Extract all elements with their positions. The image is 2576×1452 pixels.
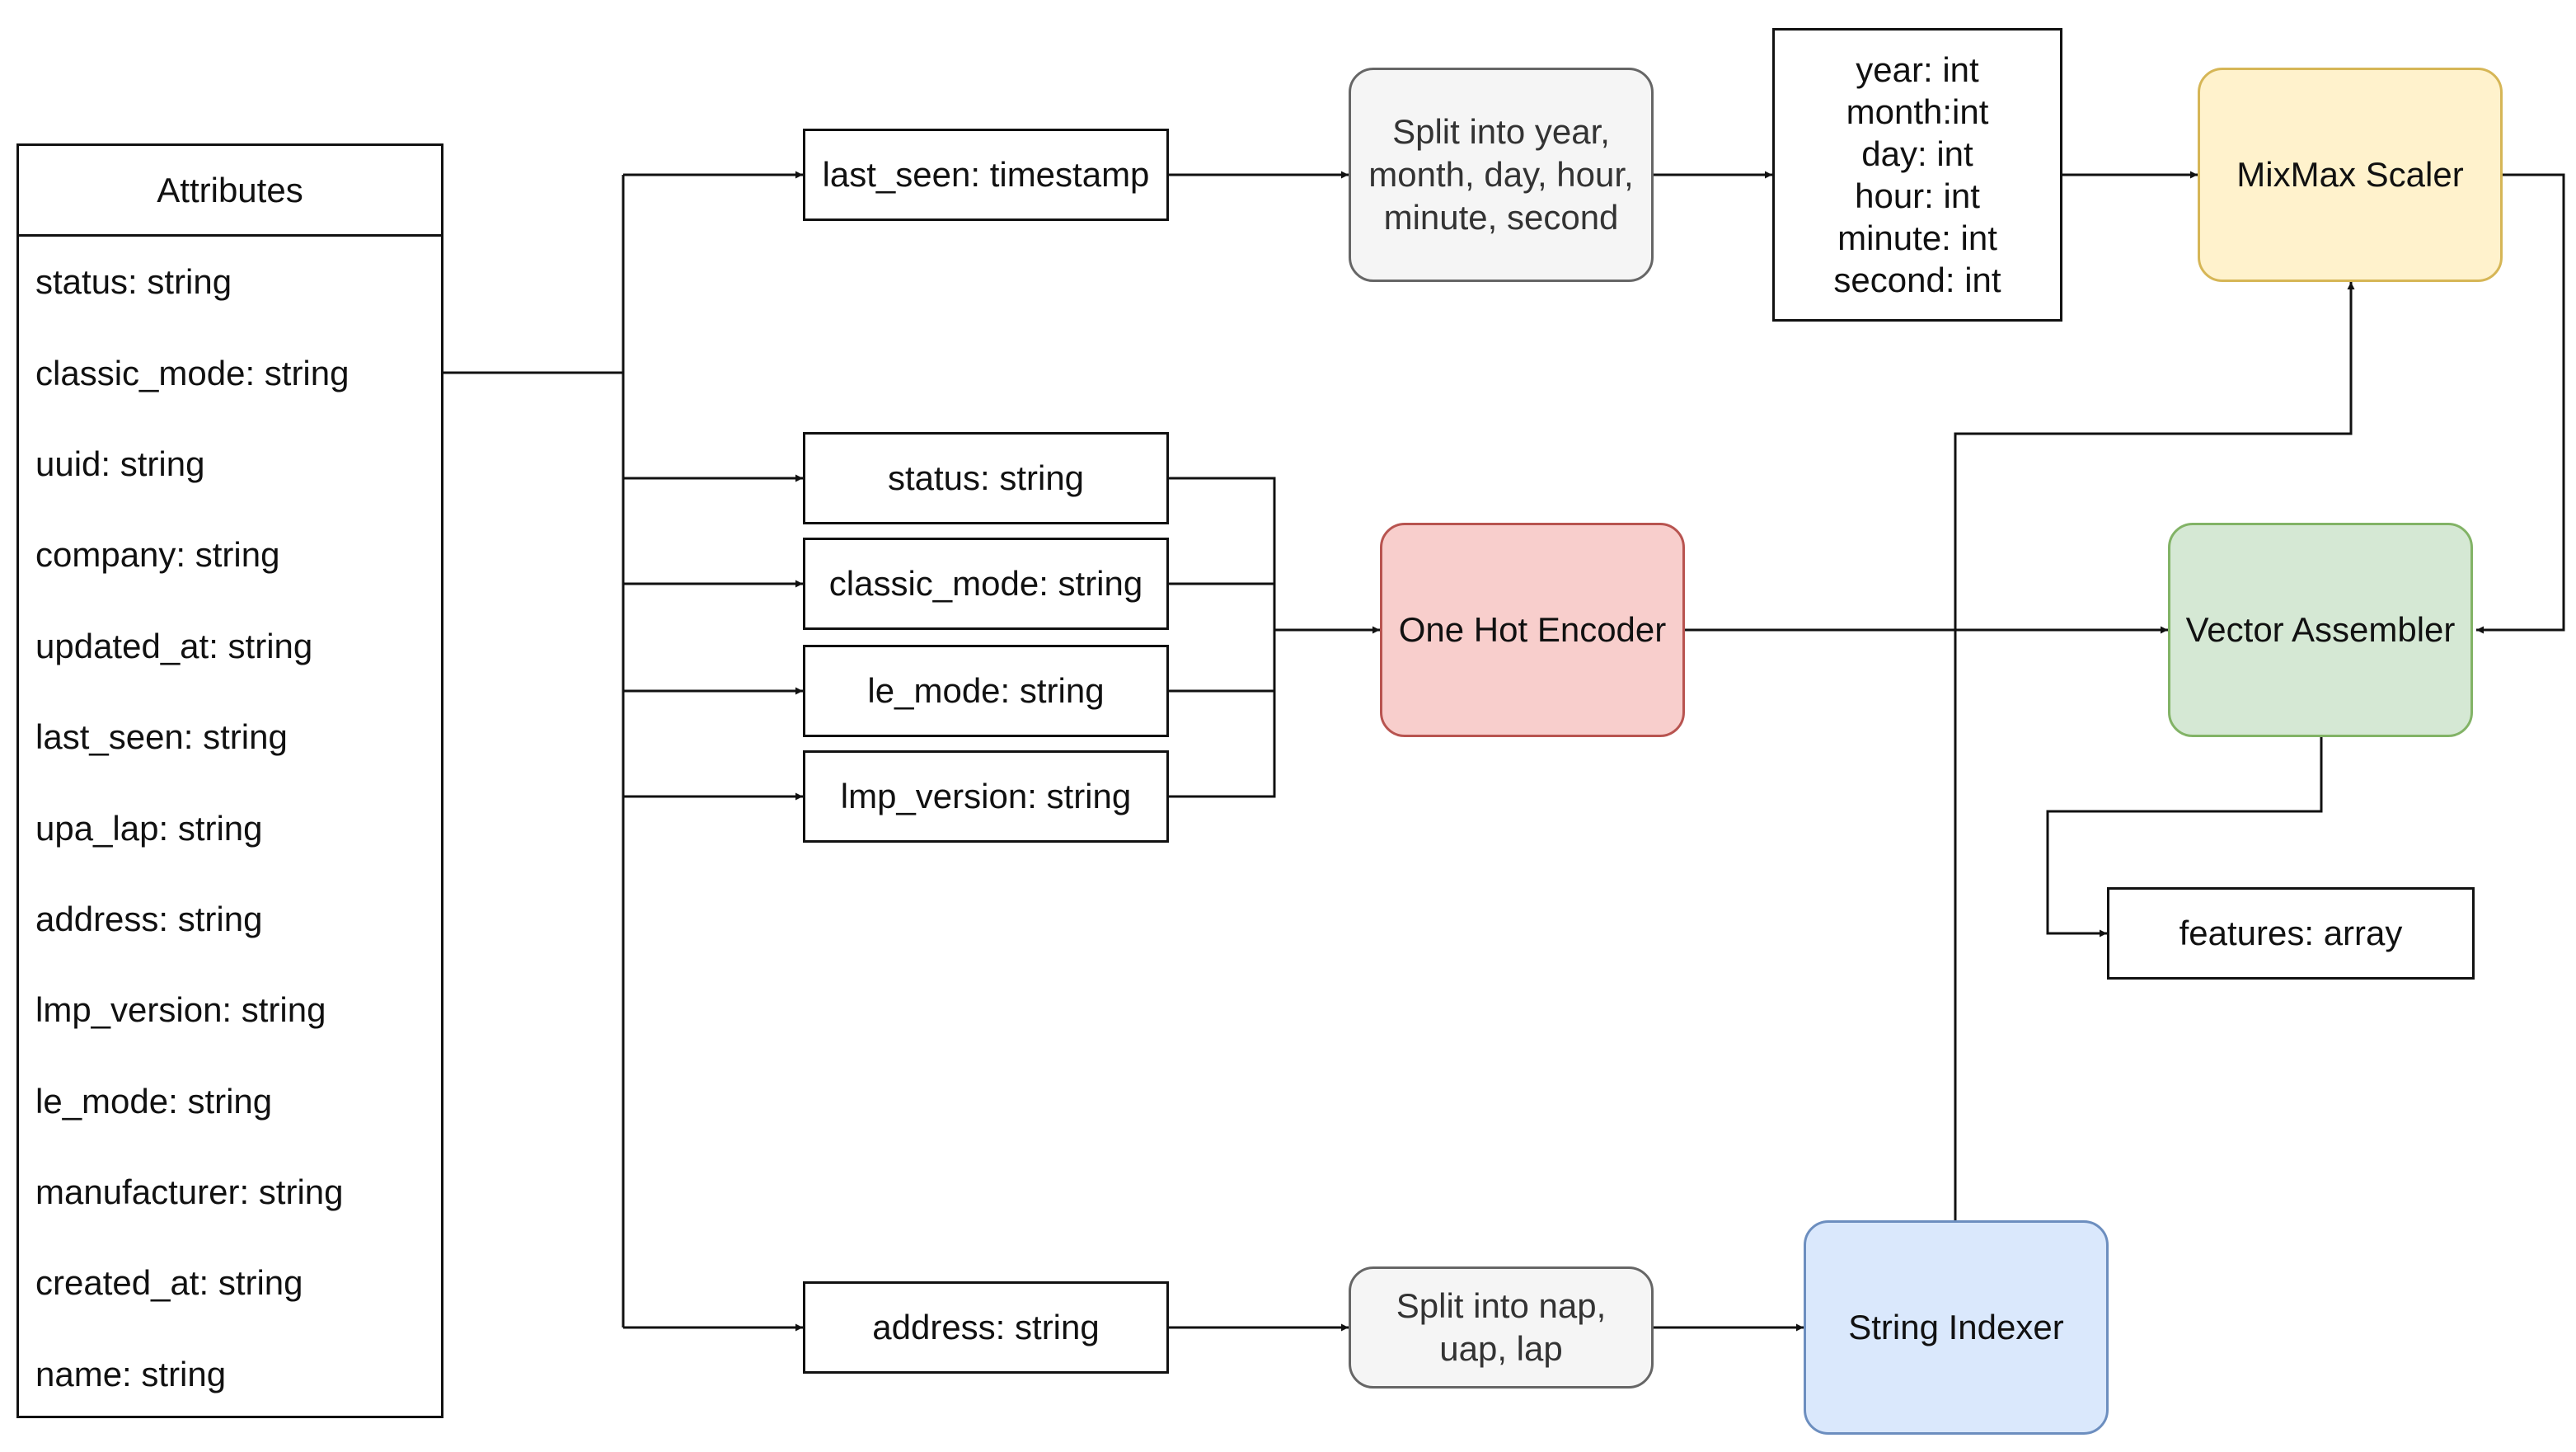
le-mode-string-node: le_mode: string: [803, 645, 1169, 737]
mixmax-scaler-node: MixMax Scaler: [2198, 68, 2503, 282]
status-string-node: status: string: [803, 432, 1169, 524]
time-field-line: year: int: [1856, 50, 1979, 89]
split-time-line: Split into year,: [1392, 112, 1610, 151]
attributes-table-header: Attributes: [19, 146, 441, 237]
attribute-item: status: string: [35, 262, 232, 302]
attribute-item: name: string: [35, 1354, 227, 1393]
last-seen-timestamp-node: last_seen: timestamp: [803, 129, 1169, 221]
attribute-item: company: string: [35, 535, 280, 575]
vector-assembler-node: Vector Assembler: [2168, 523, 2473, 737]
edge-indexer-to-scaler: [1954, 282, 2355, 1222]
attribute-item: last_seen: string: [35, 717, 288, 757]
edge-status-bus: [1169, 477, 1276, 798]
split-time-node: Split into year, month, day, hour, minut…: [1349, 68, 1654, 282]
string-indexer-node: String Indexer: [1804, 1220, 2109, 1435]
classic-mode-string-node: classic_mode: string: [803, 538, 1169, 630]
attributes-table: Attributes status: string classic_mode: …: [16, 143, 443, 1418]
time-field-line: second: int: [1833, 261, 2001, 299]
split-address-node: Split into nap, uap, lap: [1349, 1266, 1654, 1389]
attribute-item: lmp_version: string: [35, 990, 326, 1030]
attribute-item: address: string: [35, 899, 263, 938]
attribute-item: uuid: string: [35, 444, 205, 483]
attribute-item: created_at: string: [35, 1263, 303, 1303]
attribute-item: le_mode: string: [35, 1081, 273, 1121]
edge-assembler-to-features: [2046, 735, 2323, 937]
one-hot-encoder-node: One Hot Encoder: [1380, 523, 1685, 737]
split-address-line: Split into nap,: [1396, 1286, 1607, 1325]
time-field-line: day: int: [1861, 134, 1973, 173]
split-time-line: month, day, hour,: [1368, 155, 1634, 194]
time-field-line: hour: int: [1855, 176, 1980, 215]
features-array-node: features: array: [2107, 887, 2475, 980]
attribute-item: classic_mode: string: [35, 353, 350, 392]
address-string-node: address: string: [803, 1281, 1169, 1374]
time-fields-node: year: int month:int day: int hour: int m…: [1772, 28, 2062, 322]
split-address-line: uap, lap: [1439, 1329, 1563, 1368]
split-time-line: minute, second: [1383, 198, 1619, 237]
attributes-list: status: string classic_mode: string uuid…: [19, 237, 441, 1420]
lmp-version-string-node: lmp_version: string: [803, 750, 1169, 843]
attribute-item: manufacturer: string: [35, 1172, 344, 1212]
attribute-item: updated_at: string: [35, 626, 313, 665]
time-field-line: month:int: [1846, 92, 1989, 131]
edge-scaler-to-assembler: [2476, 173, 2565, 634]
time-field-line: minute: int: [1837, 219, 1997, 257]
attribute-item: upa_lap: string: [35, 808, 263, 848]
